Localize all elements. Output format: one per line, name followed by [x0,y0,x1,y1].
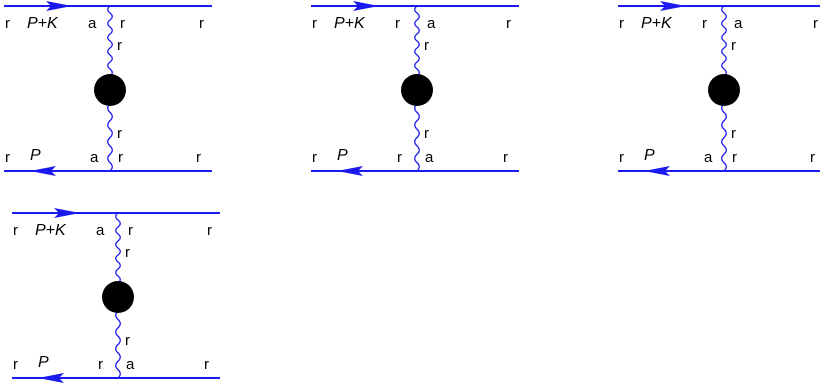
lower-propagator [107,103,113,172]
upper-propagator [414,5,420,77]
top-left-end-label: r [312,15,317,32]
arrow-right-icon [353,1,379,11]
bottom-right-vertex-label: a [425,149,434,166]
top-right-vertex-label: r [120,15,125,32]
upper-propagator-label: r [731,37,736,54]
lower-propagator [115,310,121,379]
bottom-left-vertex-label: r [397,149,402,166]
bottom-right-end-label: r [503,149,508,166]
arrow-left-icon [337,166,363,176]
top-right-vertex-label: a [734,15,743,32]
arrow-left-icon [644,166,670,176]
upper-propagator [115,212,121,284]
top-momentum-label: P+K [35,222,67,239]
top-left-vertex-label: a [88,15,97,32]
top-right-end-label: r [199,15,204,32]
arrow-left-icon [30,166,56,176]
arrow-right-icon [54,208,80,218]
top-right-end-label: r [813,15,818,32]
lower-propagator-label: r [117,125,122,142]
top-right-end-label: r [506,15,511,32]
bottom-left-end-label: r [5,149,10,166]
upper-propagator-label: r [125,244,130,261]
arrow-left-icon [38,373,64,383]
lower-propagator [414,103,420,172]
top-left-vertex-label: a [96,222,105,239]
arrow-right-icon [46,1,72,11]
lower-propagator-label: r [731,125,736,142]
bottom-left-end-label: r [312,149,317,166]
bottom-momentum-label: P [337,147,348,164]
upper-propagator [721,5,727,77]
top-left-vertex-label: r [702,15,707,32]
bottom-right-vertex-label: a [126,356,135,373]
bottom-right-end-label: r [204,356,209,373]
bottom-momentum-label: P [644,147,655,164]
self-energy-blob [401,74,433,106]
upper-propagator-label: r [424,37,429,54]
self-energy-blob [708,74,740,106]
top-momentum-label: P+K [641,15,673,32]
top-left-vertex-label: r [395,15,400,32]
lower-propagator [721,103,727,172]
bottom-right-vertex-label: r [732,149,737,166]
top-left-end-label: r [13,222,18,239]
top-right-vertex-label: a [427,15,436,32]
bottom-left-end-label: r [619,149,624,166]
top-left-end-label: r [5,15,10,32]
top-right-vertex-label: r [128,222,133,239]
top-right-end-label: r [207,222,212,239]
top-momentum-label: P+K [334,15,366,32]
lower-propagator-label: r [424,125,429,142]
top-momentum-label: P+K [27,15,59,32]
lower-propagator-label: r [125,332,130,349]
bottom-left-vertex-label: a [704,149,713,166]
bottom-left-end-label: r [13,356,18,373]
top-left-end-label: r [619,15,624,32]
bottom-left-vertex-label: r [98,356,103,373]
bottom-right-end-label: r [196,149,201,166]
bottom-momentum-label: P [30,147,41,164]
upper-propagator [107,5,113,77]
arrow-right-icon [660,1,686,11]
bottom-right-vertex-label: r [118,149,123,166]
self-energy-blob [94,74,126,106]
bottom-left-vertex-label: a [90,149,99,166]
self-energy-blob [102,281,134,313]
upper-propagator-label: r [117,37,122,54]
bottom-right-end-label: r [810,149,815,166]
bottom-momentum-label: P [38,354,49,371]
